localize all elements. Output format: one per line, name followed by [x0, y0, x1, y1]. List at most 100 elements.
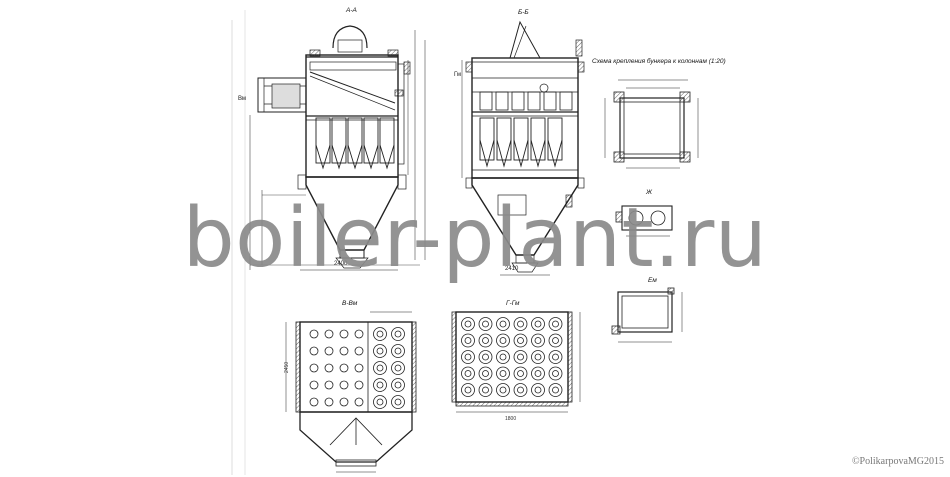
filter-tube-circle — [478, 333, 493, 348]
filter-tube-circle — [548, 366, 563, 381]
filter-tube-circle — [513, 333, 528, 348]
filter-tube-circle — [391, 327, 405, 341]
section-aa-view — [231, 10, 426, 475]
filter-tube-circle — [339, 329, 349, 339]
filter-tube-circle — [309, 397, 319, 407]
filter-tube-circle — [309, 380, 319, 390]
filter-tube-circle — [461, 333, 475, 348]
filter-tube-circle — [499, 320, 507, 328]
filter-tube-circle — [354, 346, 364, 356]
filter-tube-circle — [324, 346, 334, 356]
filter-tube-circle — [376, 347, 384, 355]
filter-tube-circle — [534, 370, 542, 377]
filter-tube-circle — [373, 395, 387, 409]
filter-tube-circle — [513, 350, 528, 364]
filter-tube-circle — [517, 353, 524, 361]
filter-tube-circle — [324, 397, 334, 407]
filter-tube-circle — [373, 344, 387, 358]
filter-tube-circle — [534, 353, 542, 361]
filter-tube-circle — [354, 397, 364, 407]
filter-tube-circle — [376, 364, 384, 372]
filter-tube-circle — [394, 347, 402, 355]
filter-tube-circle — [376, 381, 384, 389]
filter-tube-circle — [496, 350, 510, 364]
filter-tube-circle — [478, 350, 493, 364]
filter-tube-circle — [531, 350, 545, 364]
dim-2400: 2400 — [334, 261, 348, 267]
filter-tube-circle — [513, 383, 528, 397]
filter-tube-circle — [482, 386, 489, 394]
filter-tube-circle — [482, 353, 489, 361]
filter-tube-circle — [464, 386, 472, 394]
filter-tube-circle — [394, 330, 402, 338]
filter-tube-circle — [394, 364, 402, 372]
filter-tube-circle — [373, 327, 387, 341]
mount-scheme-title: Схема крепления бункера к колоннам (1:20… — [592, 57, 726, 65]
filter-tube-circle — [478, 383, 493, 397]
filter-tube-circle — [496, 366, 510, 381]
filter-tube-circle — [464, 353, 472, 361]
filter-tube-circle — [324, 363, 334, 373]
filter-tube-circle — [376, 330, 384, 338]
filter-tube-circle — [482, 320, 489, 328]
filter-tube-circle — [531, 366, 545, 381]
mount-scheme-view — [604, 79, 699, 169]
detail-e-view — [611, 287, 683, 343]
filter-tube-circle — [482, 370, 489, 377]
section-vv-title: В-Вм — [342, 300, 358, 307]
filter-tube-circle — [552, 320, 559, 328]
filter-tube-circle — [324, 380, 334, 390]
v-ref-label: Вм — [238, 96, 246, 102]
section-bb-view — [461, 20, 585, 276]
filter-tube-circle — [499, 337, 507, 344]
filter-tube-circle — [513, 317, 528, 331]
filter-tube-circle — [552, 386, 559, 394]
filter-tube-circle — [499, 370, 507, 377]
filter-tube-circle — [464, 320, 472, 328]
filter-tube-circle — [324, 329, 334, 339]
filter-tube-circle — [496, 317, 510, 331]
filter-tube-circle — [309, 329, 319, 339]
filter-tube-circle — [552, 370, 559, 377]
filter-tube-circle — [391, 395, 405, 409]
filter-tube-circle — [376, 398, 384, 406]
filter-tube-circle — [464, 370, 472, 377]
filter-tube-circle — [496, 333, 510, 348]
filter-tube-circle — [517, 320, 524, 328]
section-gg-title: Г-Гм — [506, 300, 520, 307]
section-bb-title: Б-Б — [518, 9, 529, 16]
filter-tube-circle — [339, 380, 349, 390]
filter-tube-circle — [391, 378, 405, 392]
g-ref-label: Гм — [454, 72, 461, 78]
filter-tube-circle — [531, 317, 545, 331]
filter-tube-circle — [339, 346, 349, 356]
filter-tube-circle — [394, 398, 402, 406]
filter-tube-circle — [461, 366, 475, 381]
filter-tube-circle — [309, 363, 319, 373]
filter-tube-circle — [513, 366, 528, 381]
filter-tube-circle — [309, 346, 319, 356]
filter-tube-circle — [373, 361, 387, 375]
section-vv-view — [285, 311, 417, 473]
filter-tube-circle — [552, 353, 559, 361]
filter-tube-circle — [391, 361, 405, 375]
filter-tube-circle — [548, 383, 563, 397]
filter-tube-circle — [534, 320, 542, 328]
detail-zh-view — [615, 205, 673, 237]
dim-2410: 2410 — [505, 266, 519, 272]
filter-tube-circle — [339, 397, 349, 407]
filter-tube-circle — [517, 370, 524, 377]
detail-zh-title: Ж — [645, 189, 653, 196]
detail-e-title: Ем — [648, 277, 657, 284]
filter-tube-circle — [534, 337, 542, 344]
filter-tube-circle — [354, 380, 364, 390]
dim-2450: 2450 — [284, 362, 290, 373]
filter-tube-circle — [394, 381, 402, 389]
filter-tube-circle — [354, 363, 364, 373]
filter-tube-circle — [339, 363, 349, 373]
filter-tube-circle — [531, 383, 545, 397]
filter-tube-circle — [517, 386, 524, 394]
filter-tube-circle — [548, 333, 563, 348]
filter-tube-circle — [517, 337, 524, 344]
